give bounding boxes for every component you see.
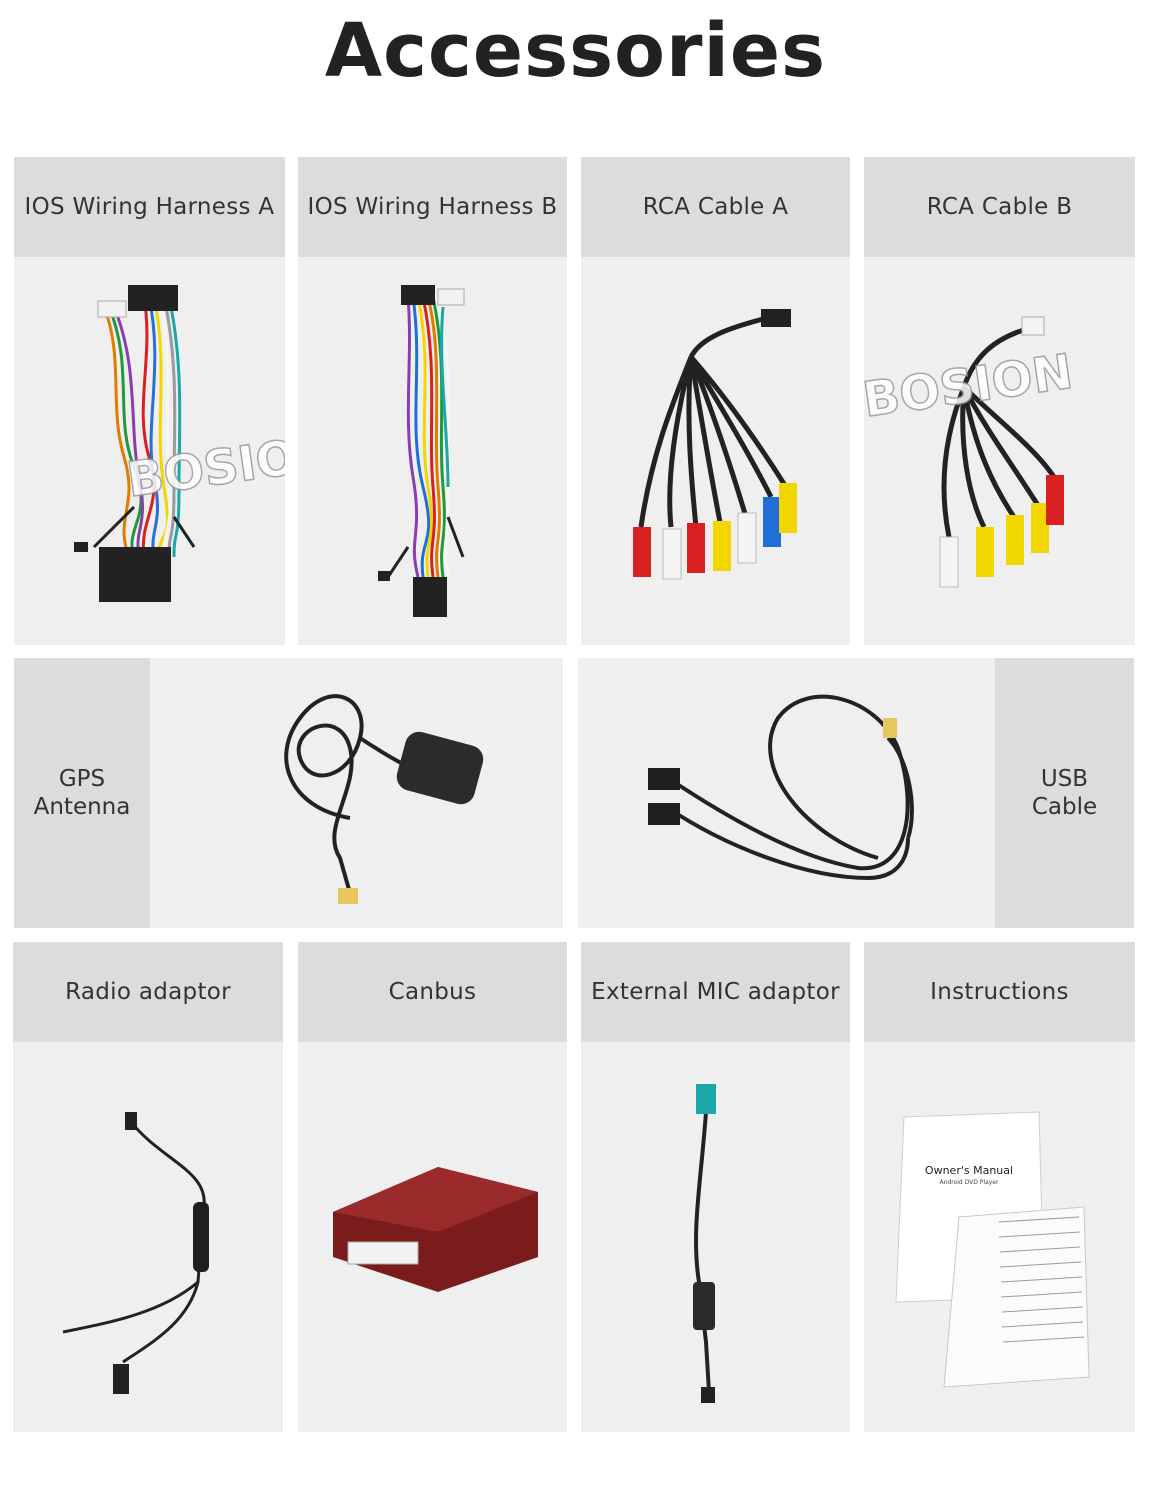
product-card-radio-adaptor: Radio adaptor [13, 942, 283, 1432]
wiring-harness-image [298, 257, 567, 645]
product-card-instructions: Instructions Owner's Manual Android DVD … [864, 942, 1135, 1432]
manual-subtitle: Android DVD Player [940, 1179, 999, 1186]
product-card-usb-cable: USB Cable [578, 658, 1134, 928]
rca-cable-image [581, 257, 850, 645]
canbus-box-image [298, 1042, 567, 1432]
mic-adaptor-image [581, 1042, 850, 1432]
watermark-text: BOSION [124, 424, 285, 509]
product-label: Radio adaptor [13, 942, 283, 1042]
radio-adaptor-image [13, 1042, 283, 1432]
manual-title: Owner's Manual [925, 1164, 1013, 1177]
product-card-rca-cable-a: RCA Cable A [581, 157, 850, 645]
product-label: Canbus [298, 942, 567, 1042]
product-card-ios-harness-a: IOS Wiring Harness A BOSION [14, 157, 285, 645]
product-card-ios-harness-b: IOS Wiring Harness B [298, 157, 567, 645]
product-label: RCA Cable A [581, 157, 850, 257]
usb-cable-image [578, 658, 995, 928]
page-title: Accessories [324, 8, 827, 94]
product-label: Instructions [864, 942, 1135, 1042]
product-label: USB Cable [995, 658, 1134, 928]
product-label: IOS Wiring Harness B [298, 157, 567, 257]
product-label: RCA Cable B [864, 157, 1135, 257]
product-card-canbus: Canbus [298, 942, 567, 1432]
wiring-harness-image: BOSION [14, 257, 285, 645]
product-label: IOS Wiring Harness A [14, 157, 285, 257]
gps-antenna-image [150, 658, 563, 928]
product-card-external-mic-adaptor: External MIC adaptor [581, 942, 850, 1432]
product-card-rca-cable-b: RCA Cable B BOSION [864, 157, 1135, 645]
product-label: GPS Antenna [14, 658, 150, 928]
manual-image: Owner's Manual Android DVD Player [864, 1042, 1135, 1432]
product-label: External MIC adaptor [581, 942, 850, 1042]
product-card-gps-antenna: GPS Antenna [14, 658, 563, 928]
rca-cable-image: BOSION [864, 257, 1135, 645]
